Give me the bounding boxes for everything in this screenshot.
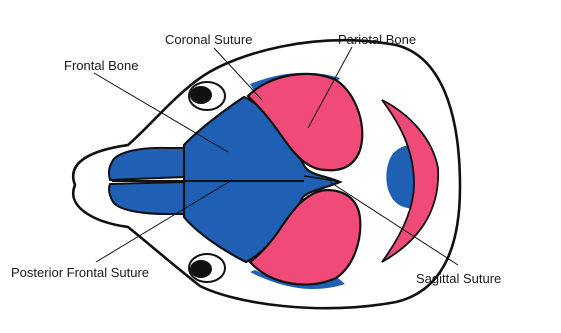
label-sagittal-suture: Sagittal Suture xyxy=(416,271,501,286)
label-frontal-bone: Frontal Bone xyxy=(64,58,138,73)
label-coronal-suture: Coronal Suture xyxy=(165,32,252,47)
eye-bottom xyxy=(190,260,212,278)
label-posterior-frontal-suture: Posterior Frontal Suture xyxy=(11,265,149,280)
label-parietal-bone: Parietal Bone xyxy=(338,32,416,47)
eye-top xyxy=(190,86,212,104)
